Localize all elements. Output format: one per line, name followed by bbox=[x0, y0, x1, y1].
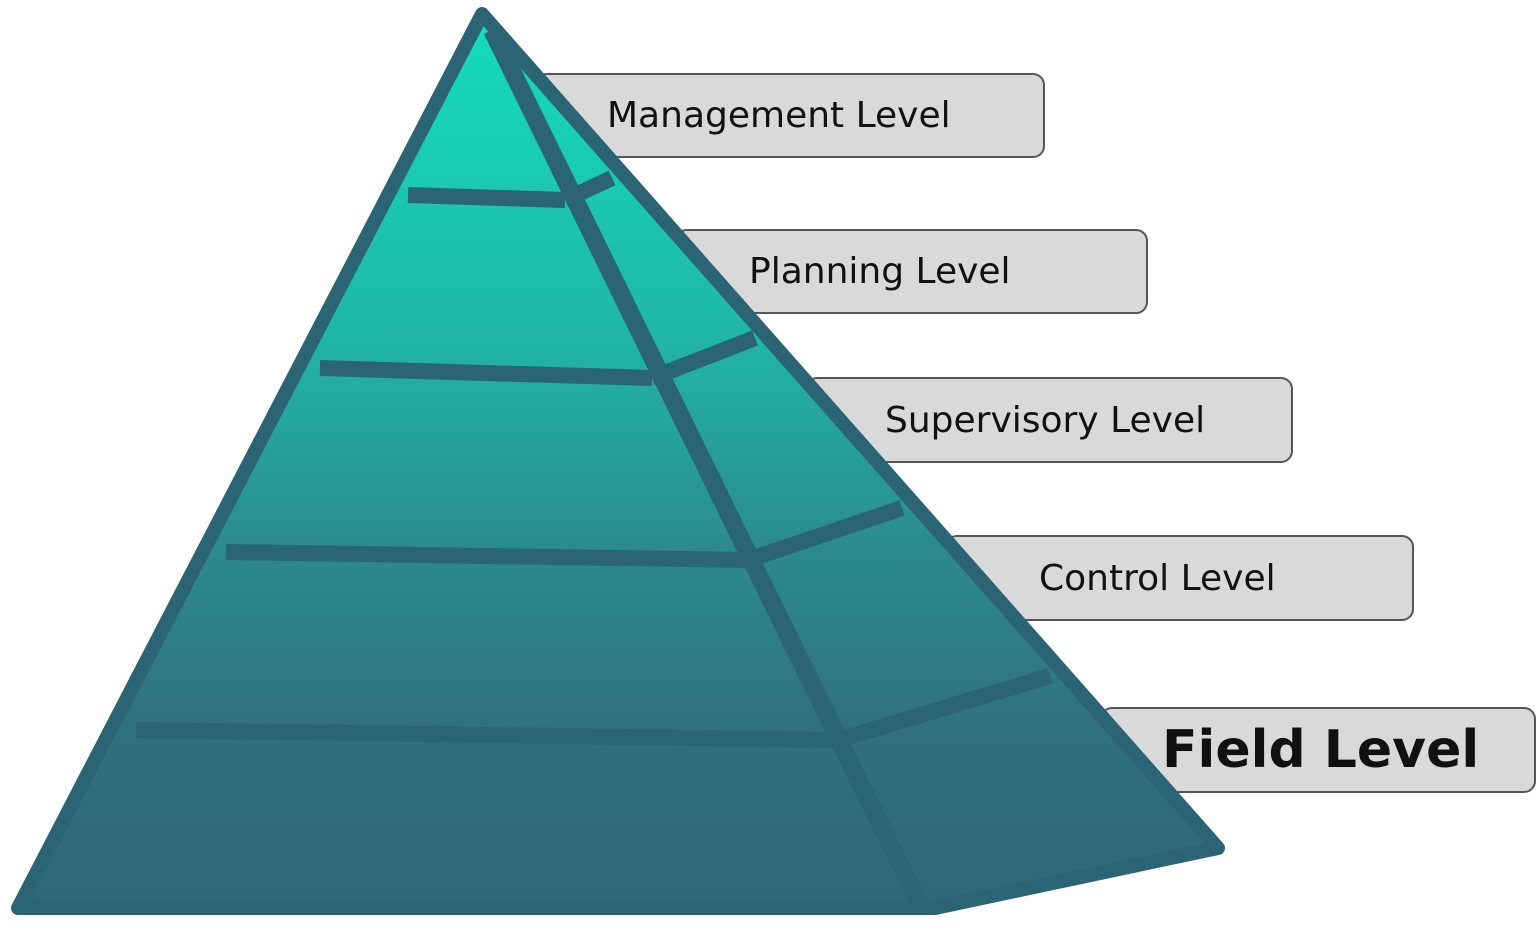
side-dividers bbox=[561, 170, 1053, 748]
label-text: Management Level bbox=[607, 95, 951, 136]
label-text: Field Level bbox=[1162, 720, 1480, 780]
label-control-level: Control Level bbox=[945, 535, 1414, 621]
pyramid-ridge bbox=[483, 26, 929, 909]
label-planning-level: Planning Level bbox=[675, 229, 1148, 314]
label-management-level: Management Level bbox=[535, 73, 1045, 158]
front-dividers bbox=[135, 187, 839, 748]
label-text: Planning Level bbox=[749, 251, 1011, 292]
label-supervisory-level: Supervisory Level bbox=[805, 377, 1293, 463]
label-field-level: Field Level bbox=[1100, 707, 1536, 793]
pyramid-body bbox=[11, 7, 1225, 915]
label-text: Supervisory Level bbox=[885, 399, 1206, 441]
label-text: Control Level bbox=[1039, 557, 1276, 599]
